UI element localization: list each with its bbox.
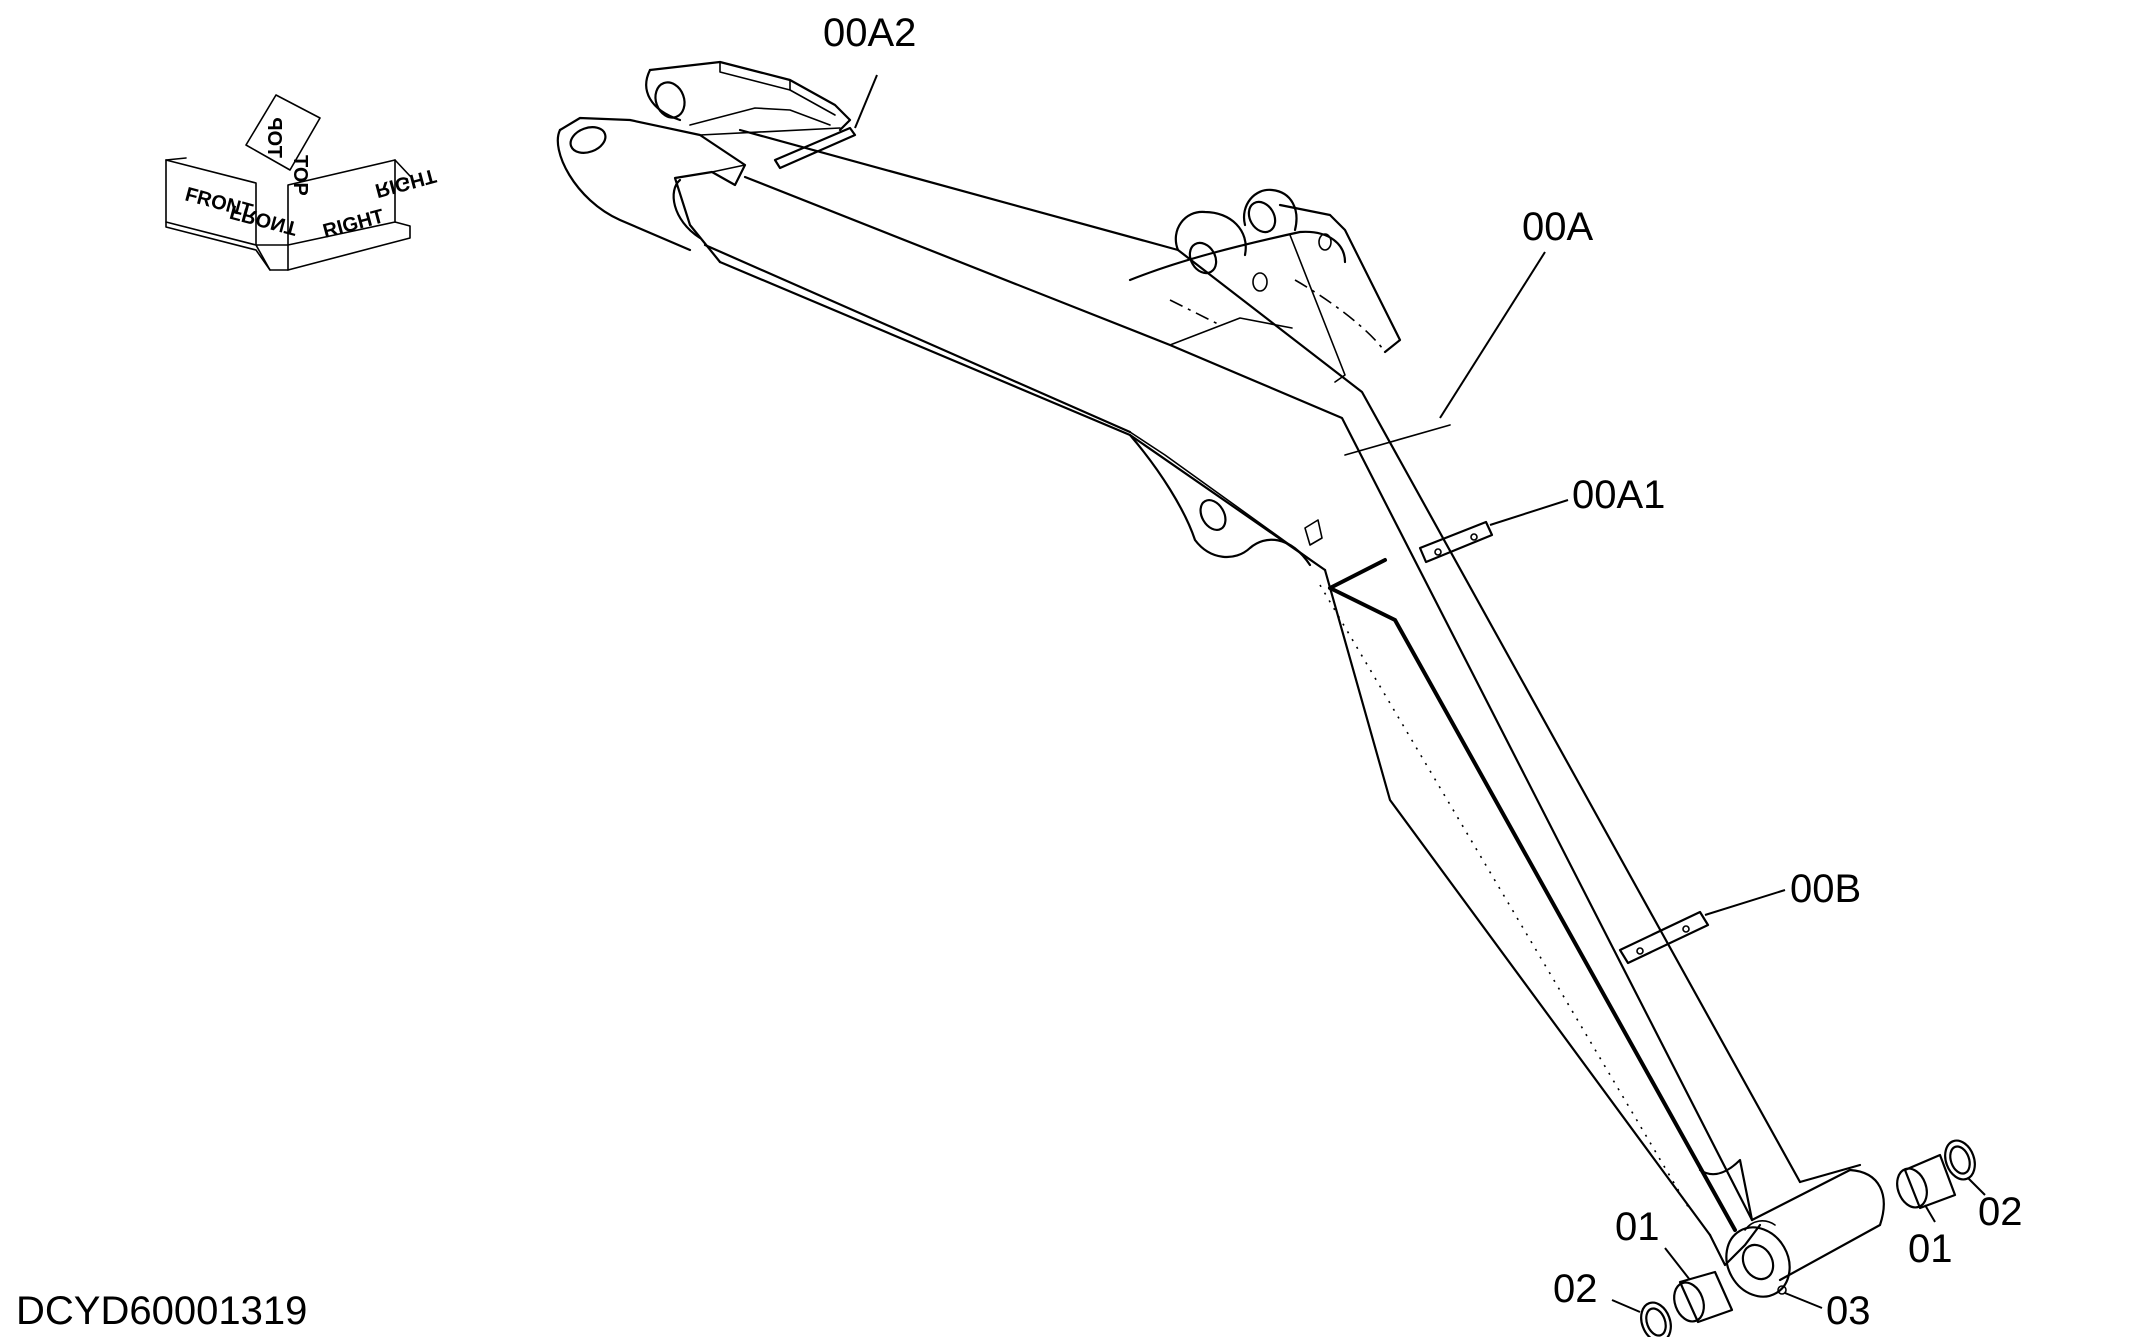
document-id: DCYD60001319 xyxy=(16,1289,307,1333)
callout-03: 03 xyxy=(1826,1289,1871,1333)
callout-02-left: 02 xyxy=(1553,1267,1598,1311)
callout-01-right: 01 xyxy=(1908,1227,1953,1271)
orientation-right-label: RIGHT xyxy=(321,205,387,242)
callout-01-left: 01 xyxy=(1615,1205,1660,1249)
callout-00A1: 00A1 xyxy=(1572,473,1665,517)
leader-lines xyxy=(854,74,1986,1313)
callout-00B: 00B xyxy=(1790,867,1861,911)
orientation-top-label: TOP xyxy=(289,155,311,196)
orientation-right-mirror: RIGHT xyxy=(373,164,439,201)
orientation-indicator: FRONT FRONT TOP TOP RIGHT RIGHT xyxy=(165,94,439,271)
callout-02-right: 02 xyxy=(1978,1190,2023,1234)
bushing-set-left xyxy=(1640,1270,1734,1337)
orientation-front-label: FRONT xyxy=(183,184,255,223)
bushing-set-right xyxy=(1896,1139,1976,1210)
orientation-top-mirror: TOP xyxy=(263,117,285,158)
callout-00A2: 00A2 xyxy=(823,11,916,55)
arm-body xyxy=(556,60,1885,1298)
callout-00A: 00A xyxy=(1522,205,1593,249)
